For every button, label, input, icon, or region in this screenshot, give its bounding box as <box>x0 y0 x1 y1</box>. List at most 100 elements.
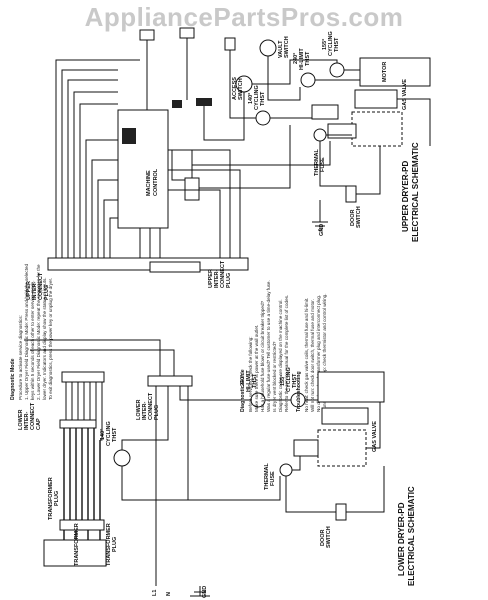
upper-plug-line-3: CONNECT <box>38 272 44 300</box>
transformer-plug-2-line-2: PLUG <box>112 537 118 552</box>
lower-cap-line-1: LOWER <box>18 410 24 430</box>
lower-gas-valve-label: GAS VALVE <box>372 421 378 452</box>
diagnostic-mode-line-6: To exit diagnostics, press the power key… <box>48 278 53 400</box>
upper-cyc140-line-2: CYCLING <box>254 85 260 110</box>
transformer-plug-2-strip <box>59 519 105 531</box>
diagnostic-line-7: Refer to the service manual for the comp… <box>284 295 289 412</box>
lower-l1-label: L1 <box>152 590 158 596</box>
upper-motor-label: MOTOR <box>382 62 388 82</box>
diagnostic-line-5: Is dryer vent blocked or restricted? <box>272 341 277 412</box>
diagnostic-mode-line-1: Procedure to activate service diagnostic… <box>18 315 23 400</box>
upper-vault-switch-line-2: SWITCH <box>284 36 290 58</box>
lower-gas-valve-box <box>321 407 369 425</box>
troubleshoot-heading: Troubleshooting <box>296 371 302 412</box>
control-relay-box <box>171 149 193 181</box>
upper-gas-valve-box <box>354 89 398 109</box>
upper-thermal-fuse-symbol <box>313 128 327 142</box>
troubleshoot-line-2: Will not run: check door switch, thermal… <box>310 299 315 412</box>
lower-interconnect-cap-strip <box>61 371 105 383</box>
upper-gas-valve-label: GAS VALVE <box>402 79 408 110</box>
lower-gnd-label: GND <box>202 586 208 598</box>
upper-plug-line-1: UPPER <box>26 281 32 300</box>
lower-igniter-box <box>293 439 319 457</box>
lower-door-switch-line-1: DOOR <box>320 529 326 546</box>
lower-wiring <box>24 339 385 597</box>
upper-hi-limit-symbol <box>300 72 316 88</box>
lower-thermal-fuse-line-1: THERMAL <box>264 462 270 490</box>
diagnostic-line-1: Before servicing, check the following: <box>248 336 253 412</box>
upper-plug2-line-1: UPPER <box>208 269 214 288</box>
lower-plug-line-3: CONNECT <box>148 392 154 420</box>
upper-hi-limit-line-2: HI-LIMIT <box>299 48 305 70</box>
upper-interconnect-plug-2-strip <box>149 261 201 273</box>
upper-door-switch-line-1: DOOR <box>350 209 356 226</box>
upper-cycling-140-symbol <box>255 110 271 126</box>
top-connector-2 <box>179 27 195 39</box>
upper-cyc155-line-2: CYCLING <box>328 31 334 56</box>
upper-title-line-2: ELECTRICAL SCHEMATIC <box>411 142 420 242</box>
diagnostic-line-3: Has a household fuse blown or circuit br… <box>260 300 265 412</box>
upper-plug2-line-3: CONNECT <box>220 260 226 288</box>
transformer-box <box>43 539 107 567</box>
lower-interconnect-plug-strip <box>147 375 193 387</box>
upper-igniter-box <box>327 123 357 139</box>
upper-wiring <box>55 38 431 258</box>
lower-cyc155-line-1: 155° <box>280 375 286 386</box>
upper-valve-coils <box>351 111 403 147</box>
lower-motor-box <box>317 371 385 403</box>
upper-machine-control-box <box>117 109 169 229</box>
lower-door-switch-line-2: SWITCH <box>326 526 332 548</box>
diagnostic-line-2: Make sure there is power at the wall out… <box>254 325 259 412</box>
lower-cyc155-line-2: CYCLING <box>286 367 292 392</box>
lower-title-line-1: LOWER DRYER-PD <box>397 502 406 576</box>
upper-plug2-line-4: PLUG <box>226 273 232 288</box>
control-connector-2 <box>172 100 182 108</box>
upper-cyc155-line-3: THST <box>334 37 340 52</box>
lower-cyc140-line-1: 140° <box>100 429 106 440</box>
machine-control-line-2: CONTROL <box>153 168 159 196</box>
upper-schematic: 240° HI-LIMIT THST 155° CYCLING THST 140… <box>26 27 431 300</box>
lower-cyc140-line-3: THST <box>112 427 118 442</box>
upper-cyc140-line-3: THST <box>260 91 266 106</box>
lower-cap-line-4: CAP <box>36 418 42 430</box>
upper-hi-limit-line-3: THST <box>305 51 311 66</box>
troubleshoot-line-1: No heat: check gas valve coils, thermal … <box>304 298 309 412</box>
diagnostic-mode-line-2: 1. Upper Dryer Field Diagnostic Mode: Pr… <box>24 263 29 400</box>
lower-cap-line-2: INTER- <box>24 412 30 431</box>
lower-cyc140-line-2: CYCLING <box>106 421 112 446</box>
transformer-wiring <box>63 428 101 540</box>
lower-cap-line-3: CONNECT <box>30 402 36 430</box>
upper-thermal-fuse-line-1: THERMAL <box>314 148 320 176</box>
upper-vault-switch-symbol <box>259 39 277 57</box>
diagnostic-mode-line-4: 2. Lower Dryer Field Diagnostic Mode: re… <box>36 264 41 400</box>
watermark-text: AppliancePartsPros.com <box>84 2 404 32</box>
lower-thermal-fuse-line-2: FUSE <box>270 471 276 486</box>
transformer-plug-1-line-2: PLUG <box>54 491 60 506</box>
upper-access-switch-line-1: ACCESS <box>232 77 238 100</box>
upper-interconnect-plug-strip <box>47 257 249 271</box>
lower-thermal-fuse-symbol <box>279 463 293 477</box>
diagnostic-mode-heading: Diagnostic Mode <box>10 358 16 400</box>
upper-door-switch-line-2: SWITCH <box>356 206 362 228</box>
lower-plug-line-2: INTER- <box>142 402 148 421</box>
lower-plug-line-4: PLUG <box>154 405 160 420</box>
top-connector-3 <box>224 37 236 51</box>
upper-cyc155-line-1: 155° <box>322 39 328 50</box>
lower-door-switch-symbol <box>335 503 347 521</box>
control-relay-box-2 <box>184 177 200 201</box>
troubleshoot-line-3: No display: check transformer plug and i… <box>316 295 321 412</box>
lower-plug-line-1: LOWER <box>136 400 142 420</box>
control-connector-3 <box>196 98 212 106</box>
upper-title-line-1: UPPER DRYER-PD <box>401 161 410 232</box>
upper-overload-box <box>311 104 339 120</box>
transformer-plug-1-line-1: TRANSFORMER <box>48 477 54 520</box>
diagnostic-heading: Diagnostic Guide <box>240 369 246 412</box>
upper-access-switch-line-2: SWITCH <box>238 78 244 100</box>
upper-plug2-line-2: INTER- <box>214 270 220 289</box>
transformer-plug-2-line-1: TRANSFORMER <box>106 523 112 566</box>
diagnostic-line-4: Was a regular fuse used? Tell customer t… <box>266 280 271 412</box>
upper-door-switch-symbol <box>345 185 357 203</box>
lower-hi-limit-line-1: 240° <box>240 375 246 386</box>
lower-valve-coils <box>317 429 367 467</box>
